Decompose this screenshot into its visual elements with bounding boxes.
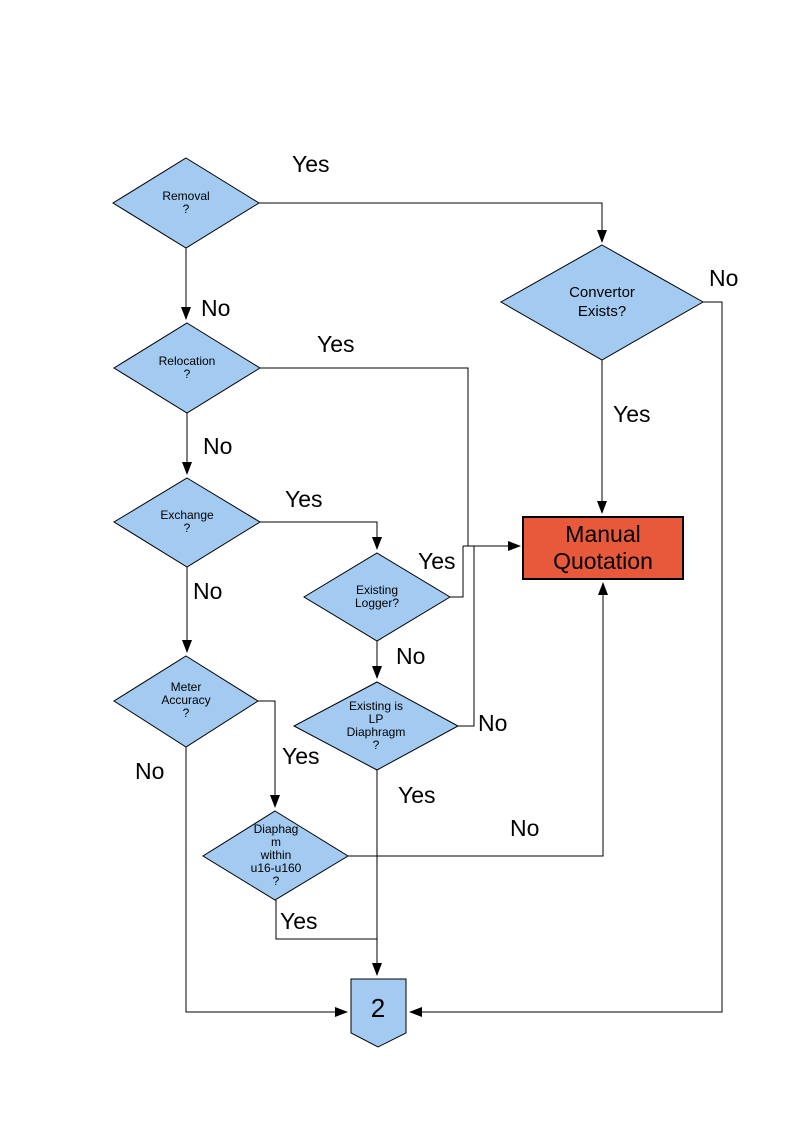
manual-quotation-label: Manual Quotation (553, 521, 653, 574)
offpage-connector-2-label: 2 (370, 993, 386, 1023)
exchange-label: Exchange ? (160, 508, 214, 535)
connectors (181, 202, 723, 1017)
convertor-exists-label: Convertor Exists? (569, 284, 635, 320)
removal-label: Removal ? (162, 189, 210, 216)
edge-label-exchange-no: No (193, 578, 223, 604)
connector-diaphragm-yes (275, 900, 377, 940)
edge-label-lp-no: No (478, 710, 508, 736)
diaphragm-range-decision-shape (202, 810, 349, 901)
edge-label-convertor-no: No (709, 265, 739, 291)
edge-label-relocation-no: No (203, 433, 233, 459)
connector-meter-yes (258, 700, 280, 808)
connector-convertor-no (409, 301, 723, 1017)
edge-label-lp-yes: Yes (398, 782, 436, 808)
connector-lp-no (458, 546, 475, 727)
edge-label-logger-no: No (396, 643, 426, 669)
connector-meter-no (185, 747, 348, 1017)
diaphragm-range-label: Diaphag m within u16-u160 ? (250, 822, 302, 888)
existing-lp-diaphragm-label: Existing is LP Diaphragm ? (346, 699, 406, 752)
edge-label-convertor-yes: Yes (613, 401, 651, 427)
edge-label-meter-yes: Yes (282, 743, 320, 769)
connector-diaphragm-no (348, 582, 608, 857)
edge-label-diaphragm-no: No (510, 815, 540, 841)
relocation-label: Relocation ? (158, 354, 216, 381)
connector-exchange-yes (260, 521, 382, 550)
manual-quotation-shape (522, 516, 684, 580)
connector-relocation-yes (260, 367, 469, 546)
connector-logger-yes (450, 546, 464, 598)
offpage-connector-2-shape (350, 978, 407, 1048)
edge-label-removal-no: No (201, 295, 231, 321)
decision-shapes (112, 157, 705, 1048)
edge-label-removal-yes: Yes (292, 151, 330, 177)
edge-label-exchange-yes: Yes (285, 486, 323, 512)
connector-removal-yes (259, 202, 607, 243)
edge-label-meter-no: No (135, 758, 165, 784)
edge-label-diaphragm-yes: Yes (280, 908, 318, 934)
meter-accuracy-label: Meter Accuracy ? (161, 680, 211, 720)
edge-label-relocation-yes: Yes (317, 331, 355, 357)
edge-label-logger-yes: Yes (418, 548, 456, 574)
existing-logger-label: Existing Logger? (354, 583, 400, 610)
